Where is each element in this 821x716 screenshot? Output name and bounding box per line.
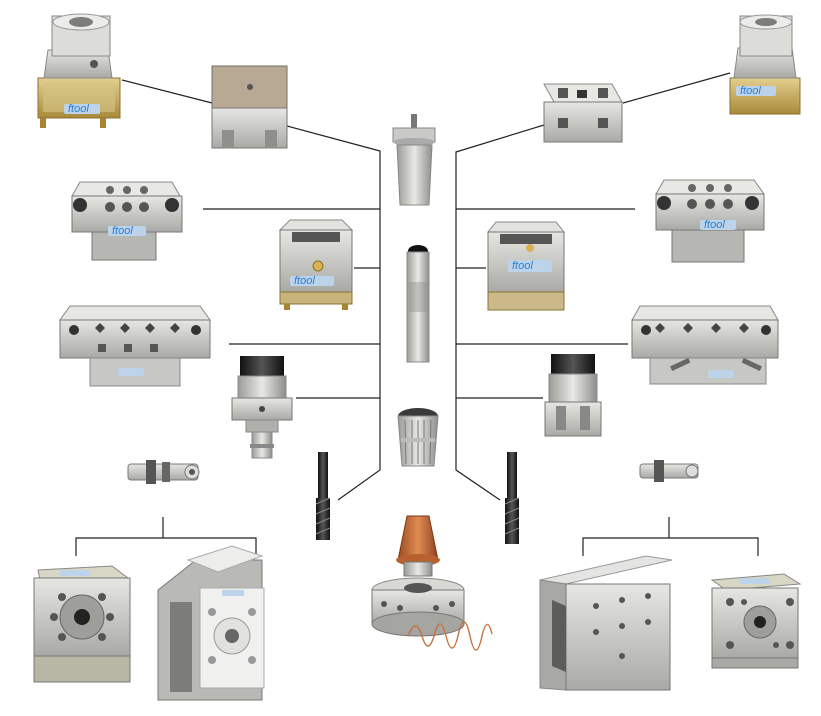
angle-plate-bottom-right: [539, 555, 673, 691]
six-hole-pallet-left: ftool: [71, 181, 183, 261]
brand-label-1: ftool: [68, 103, 89, 115]
chuck-brass-base-top-left: ftool: [37, 13, 121, 128]
coupling-bolt-left: [127, 460, 200, 484]
angle-block-bottom-left: [157, 545, 265, 701]
brand-label-3: ftool: [112, 225, 133, 237]
square-chuck-left: ftool: [278, 219, 354, 310]
end-mill-right: [504, 452, 520, 544]
square-chuck-right: ftool: [486, 221, 566, 311]
threaded-spigot-center: [392, 114, 436, 206]
multi-pallet-right: [631, 305, 779, 385]
drawbar-rod-center: [406, 245, 430, 363]
chuck-brass-base-top-right: ftool: [729, 14, 801, 115]
brand-label-6: ftool: [704, 219, 725, 231]
brand-label-5: ftool: [512, 260, 533, 272]
connector-lines: [75, 72, 759, 556]
spindle-chuck-bottom-center: [371, 515, 493, 651]
brand-label-2: ftool: [740, 85, 761, 97]
six-hole-pallet-right: ftool: [655, 179, 765, 263]
collet-chuck-right: [544, 354, 602, 437]
collet-center: [397, 408, 439, 467]
square-pallet-top-left: [211, 65, 288, 149]
multi-pallet-left: [59, 305, 211, 387]
collet-chuck-left: [231, 356, 293, 459]
end-mill-left: [315, 452, 331, 540]
square-pallet-top-right: [543, 83, 623, 143]
machine-chuck-bottom-left: [33, 565, 131, 683]
brand-label-4: ftool: [294, 275, 315, 287]
coupling-bolt-right: [639, 460, 699, 482]
machine-chuck-bottom-right: [710, 573, 802, 669]
